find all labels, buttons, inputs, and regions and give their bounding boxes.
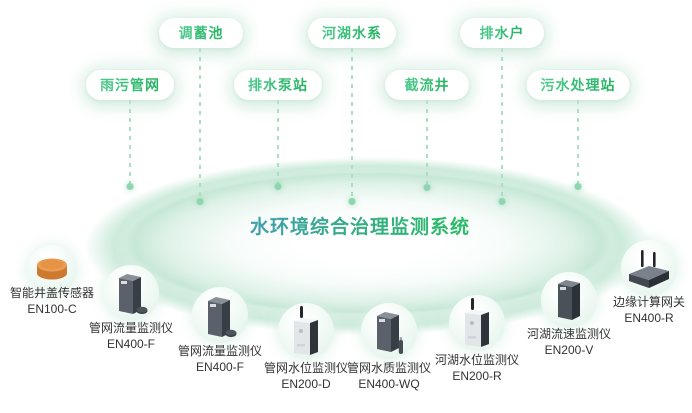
pill-wushui-chulizhan: 污水处理站 — [526, 70, 630, 100]
device-pipeline-flow-monitor: 管网流量监测仪 EN400-F — [71, 265, 191, 352]
device-name: 河湖流速监测仪 — [526, 327, 611, 341]
river-lake-water-level-monitor-icon — [465, 298, 489, 347]
pipeline-flow-monitor-icon — [119, 274, 148, 314]
manhole-cover-sensor-icon — [37, 258, 67, 280]
device-pipeline-water-quality-monitor: 管网水质监测仪 EN400-WQ — [329, 303, 449, 392]
device-name: 边缘计算网关 — [612, 295, 685, 309]
pill-yuwu-guanwang: 雨污管网 — [86, 70, 174, 100]
device-name: 管网水质监测仪 — [346, 361, 431, 375]
connector-dot — [196, 198, 204, 205]
connector-dot — [423, 184, 431, 191]
device-model: EN400-R — [624, 311, 674, 325]
connector-dot — [348, 198, 356, 205]
device-name: 河湖水位监测仪 — [434, 353, 519, 367]
connector-tiaoxuchi — [196, 48, 204, 205]
edge-computing-gateway-icon — [629, 250, 669, 288]
pill-label: 排水泵站 — [248, 77, 308, 93]
device-pipeline-water-level-monitor: 管网水位监测仪 EN200-D — [246, 303, 366, 392]
system-title: 水环境综合治理监测系统 — [250, 212, 470, 239]
connector-yuwu-guanwang — [126, 100, 134, 190]
device-name: 智能井盖传感器 — [9, 286, 94, 300]
connector-wushui-chulizhan — [574, 100, 582, 190]
pill-hehu-shuixi: 河湖水系 — [308, 18, 396, 48]
pill-paishui-bengzhan: 排水泵站 — [234, 70, 322, 100]
river-lake-velocity-monitor-icon — [558, 280, 580, 320]
pill-label: 雨污管网 — [100, 77, 160, 93]
connector-dot — [274, 183, 282, 190]
pill-jieliujing: 截流井 — [385, 70, 469, 100]
connector-jieliujing — [423, 100, 431, 191]
pill-label: 污水处理站 — [540, 77, 616, 93]
device-river-lake-velocity-monitor: 河湖流速监测仪 EN200-V — [509, 272, 629, 358]
connector-dot — [574, 183, 582, 190]
device-edge-computing-gateway: 边缘计算网关 EN400-R — [589, 240, 692, 326]
pipeline-water-quality-monitor-icon — [377, 312, 403, 354]
pill-paishuihu: 排水户 — [460, 18, 544, 48]
pill-label: 排水户 — [479, 25, 525, 41]
pipeline-flow-monitor-icon — [208, 297, 237, 337]
connector-paishui-bengzhan — [274, 100, 282, 190]
device-pipeline-flow-monitor: 管网流量监测仪 EN400-F — [160, 287, 280, 375]
device-manhole-cover-sensor: 智能井盖传感器 EN100-C — [0, 245, 112, 317]
connector-dot — [498, 198, 506, 205]
device-model: EN200-R — [452, 369, 502, 383]
pill-tiaoxuchi: 调蓄池 — [159, 18, 243, 48]
device-model: EN400-WQ — [358, 377, 420, 391]
device-name: 管网流量监测仪 — [88, 321, 173, 335]
connector-paishuihu — [498, 48, 506, 205]
device-model: EN200-D — [281, 377, 331, 391]
device-model: EN100-C — [27, 302, 77, 316]
device-river-lake-water-level-monitor: 河湖水位监测仪 EN200-R — [417, 295, 537, 384]
connector-hehu-shuixi — [348, 48, 356, 205]
pill-label: 河湖水系 — [322, 25, 382, 41]
pipeline-water-level-monitor-icon — [294, 306, 318, 355]
pill-label: 调蓄池 — [178, 25, 224, 41]
device-name: 管网流量监测仪 — [177, 344, 262, 358]
pill-label: 截流井 — [404, 77, 450, 93]
device-model: EN400-F — [195, 360, 245, 374]
device-model: EN400-F — [106, 337, 156, 351]
device-model: EN200-V — [544, 343, 594, 357]
device-name: 管网水位监测仪 — [263, 361, 348, 375]
connector-dot — [126, 183, 134, 190]
